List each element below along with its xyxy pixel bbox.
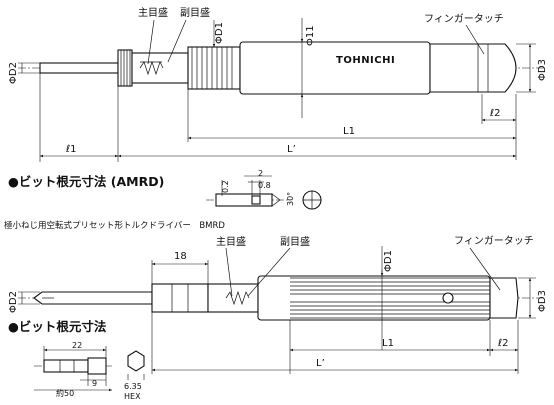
top-Lprime: L’ bbox=[287, 144, 296, 155]
bottom-driver: 18 主目盛 副目盛 フィンガータッチ ΦD2 ΦD1 ΦD3 L1 ℓ2 L’ bbox=[8, 235, 548, 374]
bit2-approx-50: 約50 bbox=[56, 388, 74, 398]
bit-heading-bmrd: ●ビット根元寸法 bbox=[8, 319, 107, 334]
brand-text: TOHNICHI bbox=[336, 55, 395, 66]
bottom-finger-touch-label: フィンガータッチ bbox=[454, 235, 534, 247]
top-finger-touch-label: フィンガータッチ bbox=[424, 13, 504, 25]
bit-heading-amrd: ●ビット根元寸法 (AMRD) bbox=[8, 174, 164, 189]
bit-detail-bmrd: ●ビット根元寸法 22 9 約50 6.35 HEX bbox=[8, 319, 145, 401]
top-l2: ℓ2 bbox=[490, 108, 501, 119]
top-main-scale-label: 主目盛 bbox=[138, 6, 168, 19]
bit2-hex-size: 6.35 bbox=[124, 382, 142, 391]
top-phi-d1: ΦD1 bbox=[214, 22, 225, 44]
bottom-main-scale-label: 主目盛 bbox=[216, 235, 246, 248]
bottom-phi-d1: ΦD1 bbox=[383, 250, 394, 272]
bit1-dim-30: 30° bbox=[286, 192, 295, 206]
top-l1: ℓ1 bbox=[66, 144, 77, 155]
bit2-dim-9: 9 bbox=[92, 379, 97, 388]
bottom-Lprime: L’ bbox=[316, 358, 325, 369]
top-phi-d3: ΦD3 bbox=[537, 59, 548, 81]
top-driver: TOHNICHI ΦD2 ΦD1 Φ11 ΦD3 主目盛 副目盛 フィンガータッ… bbox=[8, 6, 548, 162]
top-L1: L1 bbox=[343, 126, 355, 137]
bit2-dim-22: 22 bbox=[72, 341, 82, 350]
bottom-sub-scale-label: 副目盛 bbox=[280, 235, 310, 248]
bmrd-caption: 極小ねじ用空転式プリセット形トルクドライバー BMRD bbox=[4, 220, 225, 231]
bottom-dim-18: 18 bbox=[174, 251, 187, 262]
bit-detail-amrd: ●ビット根元寸法 (AMRD) 0.8 2 0.2 30° bbox=[8, 169, 322, 210]
bit1-dim-02: 0.2 bbox=[221, 180, 230, 193]
bit1-dim-08: 0.8 bbox=[258, 181, 271, 190]
bottom-phi-d2: ΦD2 bbox=[8, 291, 19, 313]
bottom-phi-d3: ΦD3 bbox=[537, 290, 548, 312]
bit1-dim-2: 2 bbox=[258, 169, 263, 178]
top-phi-d2: ΦD2 bbox=[8, 62, 19, 84]
top-phi-11: Φ11 bbox=[305, 25, 316, 46]
bottom-L1: L1 bbox=[382, 338, 394, 349]
bottom-l2: ℓ2 bbox=[498, 338, 509, 349]
bit2-hex: HEX bbox=[124, 392, 141, 401]
top-sub-scale-label: 副目盛 bbox=[180, 6, 210, 19]
